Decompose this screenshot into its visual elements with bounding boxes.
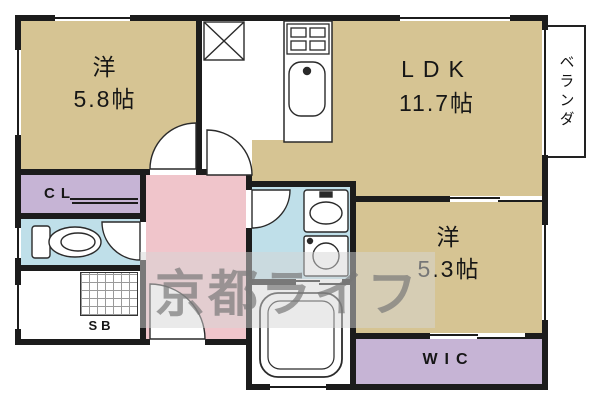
closet [20,175,140,213]
bedroom2-name: 洋 [436,224,462,250]
room-ldk [332,20,542,196]
toilet-room [20,219,140,265]
bedroom1-name: 洋 [92,54,118,80]
walk-in-closet-label: WIC [422,351,475,368]
wall [15,213,146,219]
window [542,225,548,320]
door-opening [150,169,196,175]
window [15,50,21,135]
wall [15,15,21,345]
veranda-label: ベランダ [557,53,575,130]
closet-label: CL [44,185,76,202]
kitchen-counter [283,20,333,143]
bedroom1-size: 5.8帖 [73,86,137,112]
wall [196,15,202,175]
door-opening [207,169,252,175]
sliding-door-opening [450,196,542,202]
wall [246,181,356,187]
wall [350,196,548,202]
folding-door-opening [430,333,525,339]
door-opening [140,222,146,260]
wall [15,169,252,175]
door-opening [150,339,205,345]
wall [246,384,548,390]
ldk-size: 11.7帖 [398,90,476,116]
entry-door [15,285,21,329]
room-ldk-dining [252,140,332,181]
window [400,15,510,21]
window [270,384,326,390]
kitchen-sink-icon [288,61,326,117]
watermark-text: 京都ライフ [155,266,420,322]
watermark: 京都ライフ [140,252,435,328]
window [15,228,21,258]
veranda: ベランダ [548,25,586,158]
fridge-icon [203,21,245,61]
shoe-box-label: SB [88,318,115,333]
wall [542,15,548,390]
door-opening [246,190,252,228]
entry-tile-hatch [80,272,138,316]
wall [15,15,548,21]
wall [15,265,146,271]
window-balcony-door [542,30,548,155]
ldk-name: LDK [401,56,473,82]
stove-icon [286,23,330,55]
window [55,15,130,21]
walk-in-closet [356,339,542,384]
wall [15,339,252,345]
